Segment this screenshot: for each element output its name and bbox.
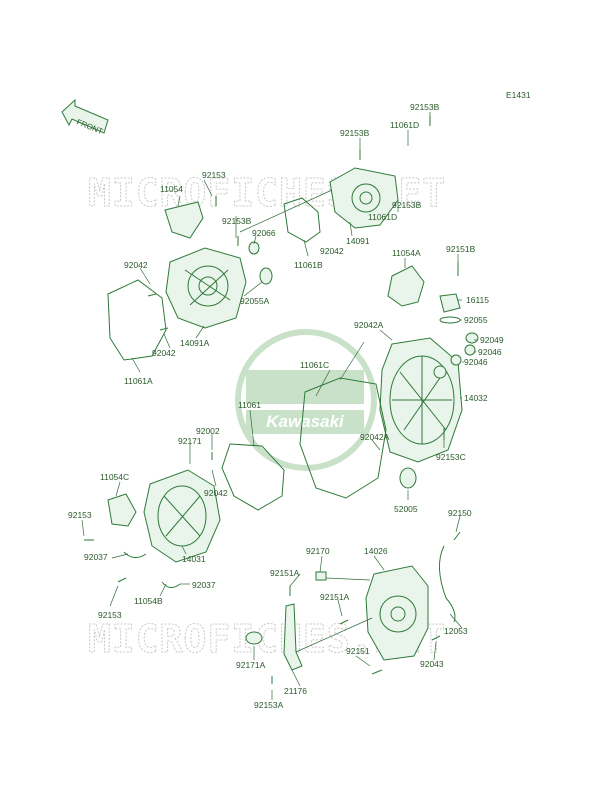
label-92153B_a: 92153B	[340, 128, 370, 138]
window-52005	[399, 467, 417, 489]
bracket-11054c	[107, 493, 137, 527]
svg-text:Kawasaki: Kawasaki	[266, 412, 345, 431]
clutch-cover-14032	[379, 337, 463, 463]
label-92002: 92002	[196, 426, 220, 436]
label-92043: 92043	[420, 659, 444, 669]
label-11061B: 11061B	[294, 260, 323, 270]
pulser-cover-14091	[329, 167, 399, 229]
label-92046_a: 92046	[478, 347, 502, 357]
label-92055A: 92055A	[240, 296, 270, 306]
label-92153_b: 92153	[68, 510, 92, 520]
label-92153_c: 92153	[98, 610, 122, 620]
bolts	[84, 116, 461, 684]
ring-92049	[465, 332, 479, 344]
label-92170: 92170	[306, 546, 330, 556]
label-92153B_top: 92153B	[410, 102, 440, 112]
label-92042_c: 92042	[152, 348, 176, 358]
label-12053: 12053	[444, 626, 468, 636]
part-labels: 92153B 11061D 92153B 92153 11054 11061D …	[68, 102, 504, 710]
label-92042_b: 92042	[124, 260, 148, 270]
label-92042_a: 92042	[320, 246, 344, 256]
kawasaki-logo: Kawasaki	[235, 329, 377, 471]
label-92150: 92150	[448, 508, 472, 518]
label-14031: 14031	[182, 554, 206, 564]
label-92042A_b: 92042A	[360, 432, 390, 442]
label-92151B: 92151B	[446, 244, 476, 254]
guide-12053	[439, 545, 456, 623]
gasket-11061	[221, 443, 285, 511]
oil-filler-cap-16115	[439, 293, 461, 313]
bracket-11054	[164, 201, 204, 239]
label-14026: 14026	[364, 546, 388, 556]
label-92042_d: 92042	[204, 488, 228, 498]
label-92049: 92049	[480, 335, 504, 345]
plug-92046-b	[450, 354, 462, 366]
label-14091: 14091	[346, 236, 370, 246]
label-21176: 21176	[284, 686, 307, 696]
label-11061D_b: 11061D	[368, 212, 397, 222]
label-11061A: 11061A	[124, 376, 153, 386]
clamp-92037-a	[123, 551, 147, 558]
label-92171: 92171	[178, 436, 202, 446]
ring-92066	[248, 241, 260, 255]
label-92046_b: 92046	[464, 357, 488, 367]
switch-21176	[283, 603, 303, 671]
diagram-code: E1431	[506, 90, 531, 100]
label-14032: 14032	[464, 393, 488, 403]
label-11054B: 11054B	[134, 596, 163, 606]
generator-cover-14031	[143, 469, 221, 563]
label-92153B_b: 92153B	[392, 200, 422, 210]
label-52005: 52005	[394, 504, 418, 514]
sprocket-cover-14026	[365, 565, 429, 661]
label-92153A: 92153A	[254, 700, 284, 710]
label-92171A: 92171A	[236, 660, 266, 670]
label-92042A_a: 92042A	[354, 320, 384, 330]
label-92037_a: 92037	[84, 552, 108, 562]
label-92151A_a: 92151A	[270, 568, 300, 578]
oil-seal-92055a	[259, 267, 273, 285]
front-arrow-icon: FRONT	[61, 98, 109, 136]
label-92153C: 92153C	[436, 452, 466, 462]
label-14091A: 14091A	[180, 338, 210, 348]
label-92151: 92151	[346, 646, 370, 656]
cover-14091a	[165, 247, 247, 329]
gasket-11061b	[283, 197, 321, 243]
gasket-11061a	[107, 279, 167, 361]
label-92153B_c: 92153B	[222, 216, 252, 226]
label-11061C: 11061C	[300, 360, 329, 370]
plug-92046-a	[464, 344, 476, 356]
label-92066: 92066	[252, 228, 276, 238]
cap-92171a	[245, 631, 263, 645]
bracket-11054a	[387, 265, 425, 307]
o-ring-92055	[439, 316, 461, 324]
leader-lines	[81, 112, 478, 700]
label-16115: 16115	[466, 295, 489, 305]
clamp-92170	[315, 571, 327, 581]
label-92055: 92055	[464, 315, 488, 325]
label-11054A: 11054A	[392, 248, 421, 258]
label-11054C: 11054C	[100, 472, 129, 482]
label-92153_a: 92153	[202, 170, 226, 180]
label-92037_b: 92037	[192, 580, 216, 590]
label-11054: 11054	[160, 184, 183, 194]
gasket-11061c	[299, 377, 387, 499]
label-92151A_b: 92151A	[320, 592, 350, 602]
clamp-92037-b	[161, 581, 181, 588]
label-11061: 11061	[238, 400, 261, 410]
label-11061D_top: 11061D	[390, 120, 419, 130]
